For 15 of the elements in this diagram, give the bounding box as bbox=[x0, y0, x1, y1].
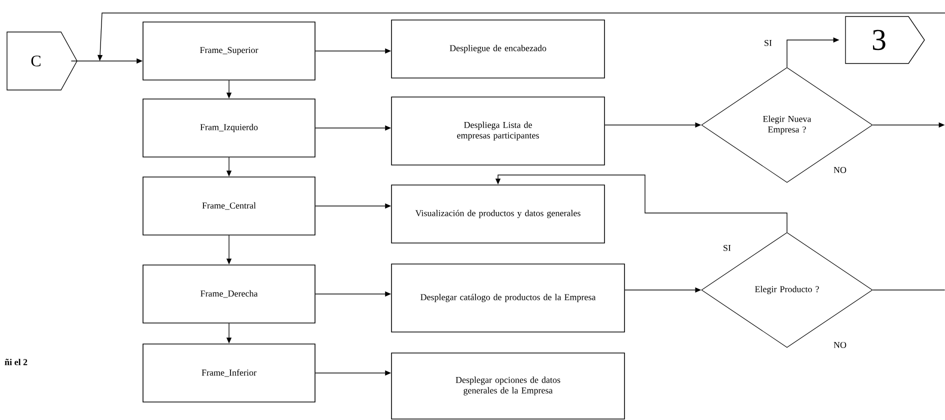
process-box: Despliega Lista de empresas participantes bbox=[391, 96, 605, 166]
process-box: Fram_Izquierdo bbox=[142, 98, 316, 158]
branch-label: SI bbox=[764, 40, 772, 46]
process-box: Desplegar catálogo de productos de la Empresa bbox=[391, 264, 625, 332]
process-box: Frame_Inferior bbox=[142, 344, 316, 402]
process-box: Desplegar opciones de datos generales de la Empresa bbox=[391, 352, 625, 420]
branch-label: SI bbox=[724, 244, 731, 252]
branch-label: NO bbox=[834, 342, 846, 348]
process-box: Visualización de productos y datos generales bbox=[391, 184, 605, 244]
page-text: ñi el 2 bbox=[4, 358, 28, 366]
branch-label: NO bbox=[834, 166, 846, 174]
process-box: Despliegue de encabezado bbox=[391, 20, 605, 78]
process-box: Frame_Superior bbox=[142, 22, 316, 80]
process-box: Frame_Derecha bbox=[142, 264, 316, 324]
process-box: Frame_Central bbox=[142, 176, 316, 236]
